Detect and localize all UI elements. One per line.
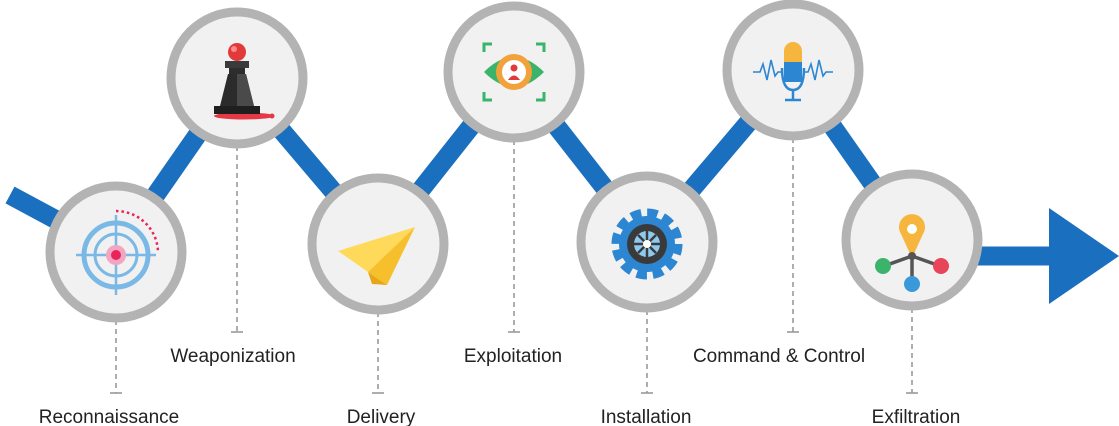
label-exploitation: Exploitation bbox=[464, 346, 562, 367]
stage-reconnaissance bbox=[45, 181, 187, 323]
microphone-icon bbox=[753, 42, 833, 102]
label-weaponization: Weaponization bbox=[170, 346, 295, 367]
label-delivery: Delivery bbox=[347, 407, 416, 426]
stage-weaponization bbox=[166, 7, 308, 149]
label-exfiltration: Exfiltration bbox=[872, 407, 961, 426]
stage-installation bbox=[576, 171, 718, 313]
label-command-control: Command & Control bbox=[693, 346, 865, 367]
stage-exfiltration bbox=[841, 169, 983, 311]
paper-plane-icon bbox=[338, 227, 415, 285]
target-icon bbox=[76, 209, 160, 295]
gear-icon bbox=[611, 208, 683, 280]
network-pin-icon bbox=[875, 214, 949, 292]
arrow-head-icon bbox=[1049, 208, 1119, 304]
stage-exploitation bbox=[443, 1, 585, 143]
label-installation: Installation bbox=[601, 407, 692, 426]
label-reconnaissance: Reconnaissance bbox=[39, 407, 179, 426]
eye-scan-icon bbox=[482, 42, 546, 102]
stage-command-control bbox=[722, 0, 864, 141]
stage-delivery bbox=[307, 173, 449, 315]
chess-pawn-icon bbox=[214, 43, 275, 120]
